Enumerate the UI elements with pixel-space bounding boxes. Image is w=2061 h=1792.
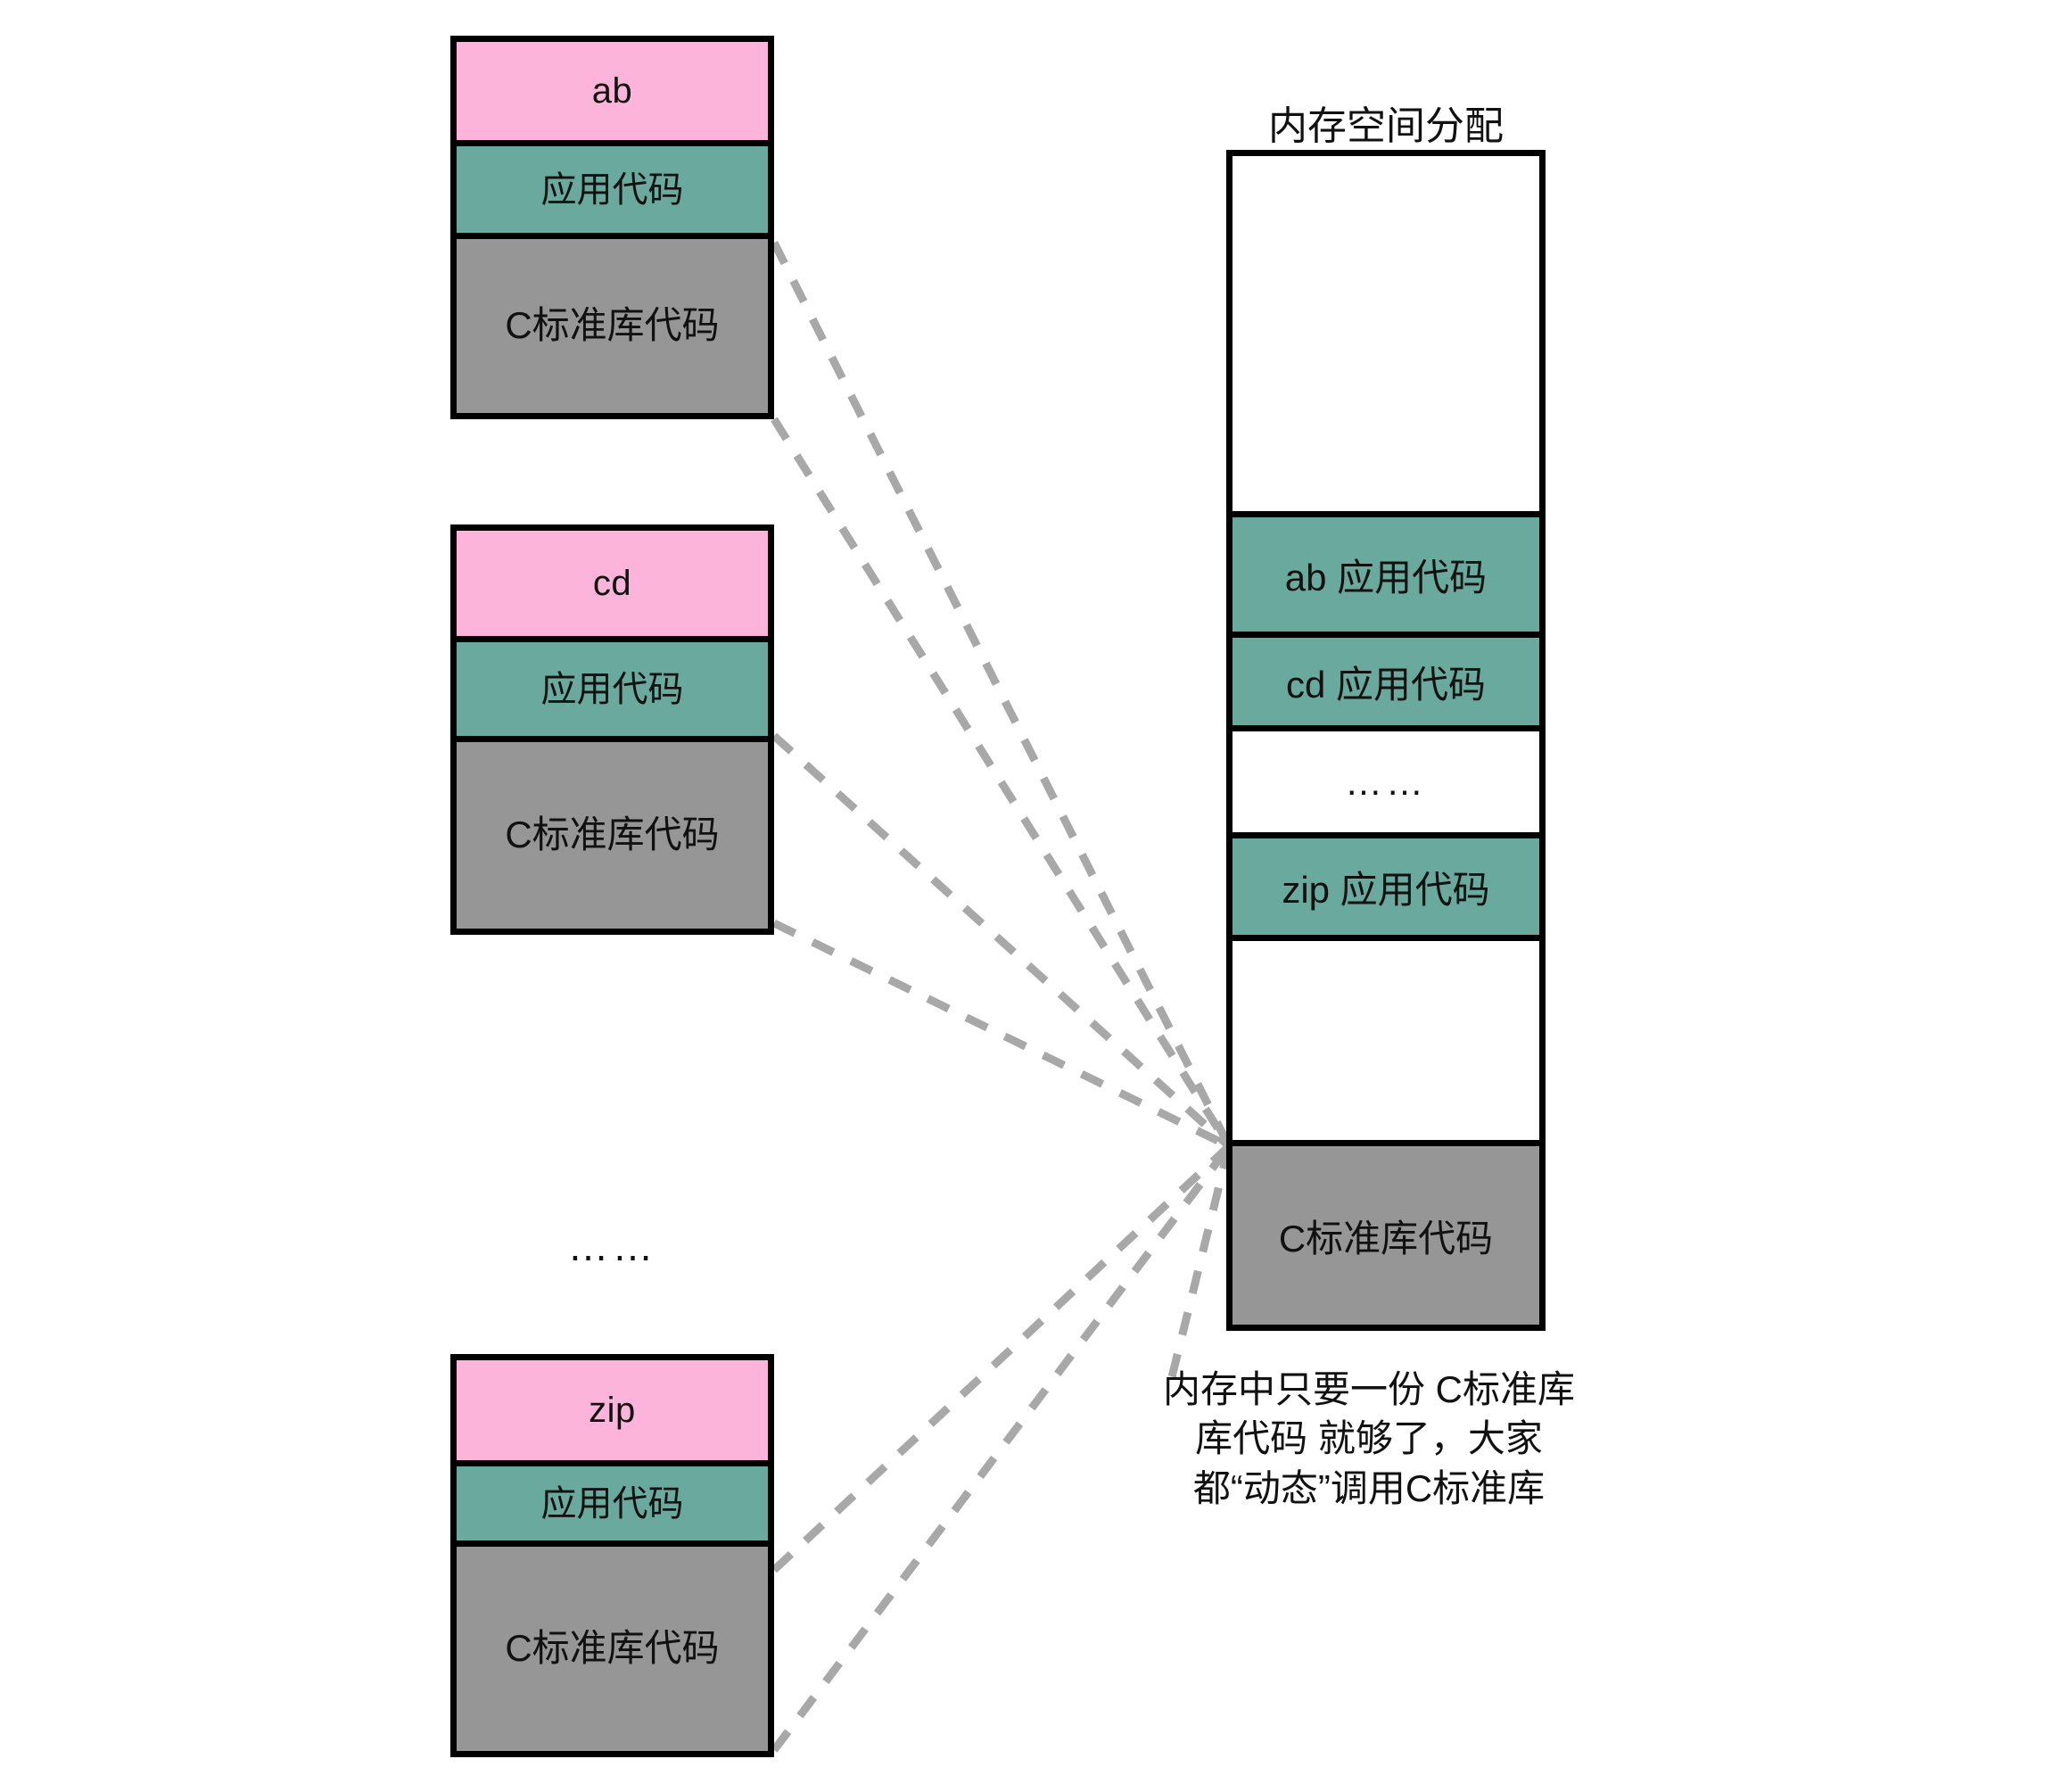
memory-segment-label: zip 应用代码 (1282, 868, 1490, 911)
app-code-label: 应用代码 (540, 669, 684, 709)
program-segment-app-code: 应用代码 (457, 140, 768, 233)
program-name-label: zip (589, 1391, 636, 1430)
memory-segment-c-library: C标准库代码 (1232, 1140, 1539, 1325)
program-segment-c-library: C标准库代码 (457, 233, 768, 413)
memory-ellipsis-label: …… (1345, 760, 1427, 803)
connector-ab-top (770, 240, 1233, 1149)
program-box-ab: ab 应用代码 C标准库代码 (450, 36, 774, 419)
memory-segment-label: cd 应用代码 (1285, 663, 1487, 706)
connector-cd-bottom (772, 919, 1231, 1151)
memory-box: ab 应用代码 cd 应用代码 …… zip 应用代码 C标准库代码 (1226, 150, 1546, 1331)
c-library-label: C标准库代码 (505, 304, 720, 347)
app-code-label: 应用代码 (540, 169, 684, 210)
memory-caption-line-2: 库代码 就够了，大家 (1195, 1417, 1543, 1460)
program-box-cd: cd 应用代码 C标准库代码 (450, 524, 774, 935)
program-list-ellipsis: …… (567, 1223, 657, 1269)
memory-segment-label: C标准库代码 (1278, 1217, 1494, 1259)
program-name-label: ab (591, 71, 633, 111)
program-segment-name: zip (457, 1360, 768, 1460)
memory-title: 内存空间分配 (1268, 104, 1504, 148)
app-code-label: 应用代码 (540, 1483, 684, 1524)
memory-segment-ab-app-code: ab 应用代码 (1232, 511, 1539, 632)
program-segment-c-library: C标准库代码 (457, 736, 768, 929)
program-name-label: cd (592, 564, 632, 603)
memory-caption-line-3: 都“动态”调用C标准库 (1192, 1466, 1546, 1509)
memory-segment-free-bottom (1232, 935, 1539, 1140)
connector-ab-bottom (771, 417, 1232, 1149)
program-segment-name: ab (457, 42, 768, 140)
memory-segment-cd-app-code: cd 应用代码 (1232, 632, 1539, 725)
memory-segment-free-top (1232, 156, 1539, 511)
memory-caption-line-1: 内存中只要一份 C标准库 (1162, 1368, 1575, 1410)
connector-caption (1164, 1144, 1233, 1393)
program-segment-name: cd (457, 531, 768, 636)
program-segment-app-code: 应用代码 (457, 636, 768, 736)
memory-segment-ellipsis: …… (1232, 725, 1539, 832)
program-segment-c-library: C标准库代码 (457, 1540, 768, 1751)
program-segment-app-code: 应用代码 (457, 1460, 768, 1540)
c-library-label: C标准库代码 (505, 813, 720, 856)
program-box-zip: zip 应用代码 C标准库代码 (450, 1354, 774, 1757)
c-library-label: C标准库代码 (505, 1627, 720, 1670)
memory-caption: 内存中只要一份 C标准库 库代码 就够了，大家 都“动态”调用C标准库 (1159, 1365, 1579, 1513)
memory-segment-zip-app-code: zip 应用代码 (1232, 832, 1539, 935)
connector-cd-top (771, 732, 1232, 1150)
memory-segment-label: ab 应用代码 (1284, 556, 1488, 599)
